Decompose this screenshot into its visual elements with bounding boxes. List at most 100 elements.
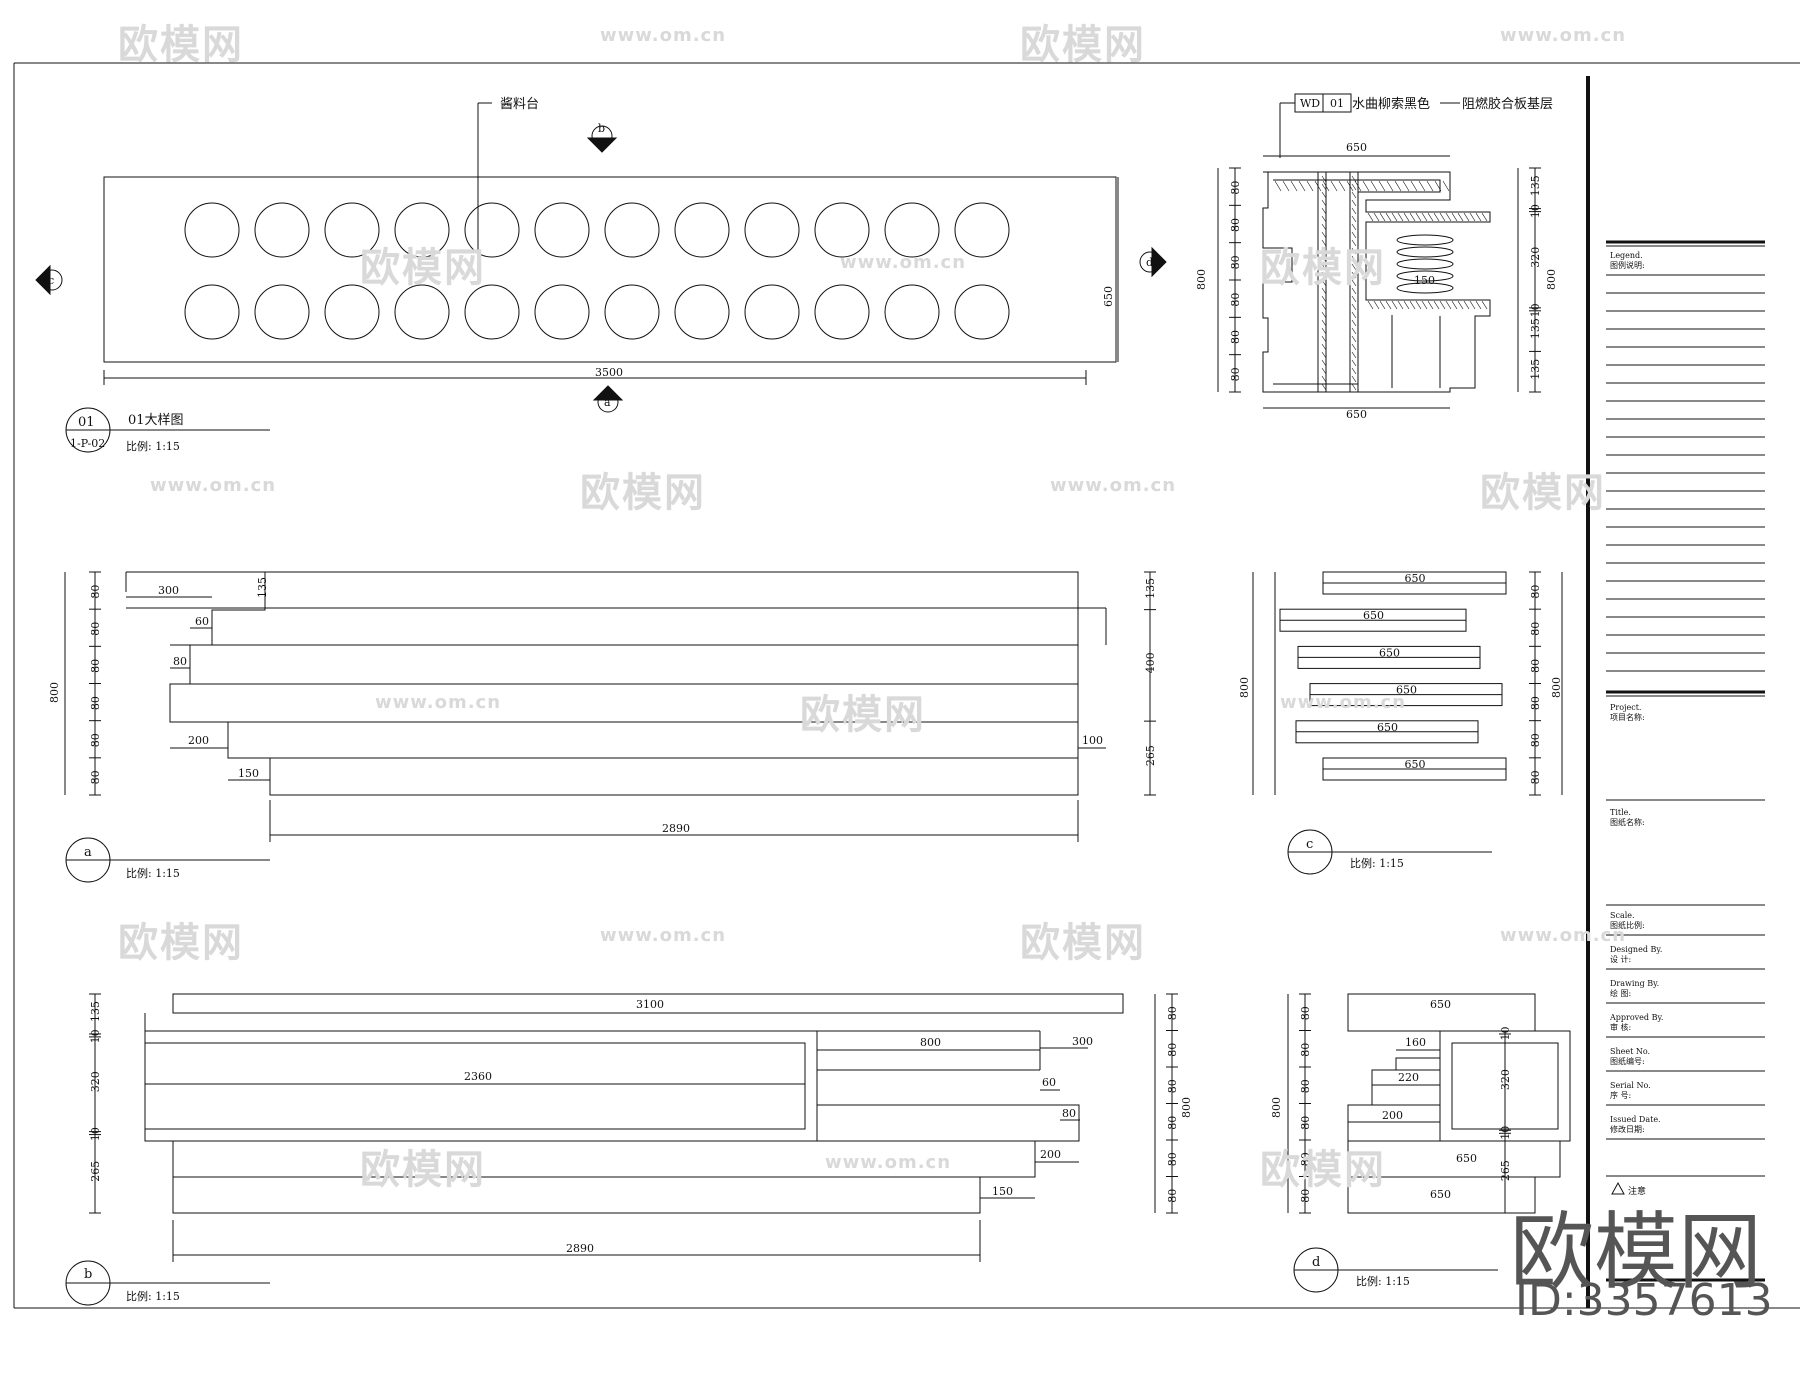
section-right-dim-label: 135 (1529, 318, 1542, 339)
hatch-line (1321, 295, 1327, 303)
titleblock-row-en: Scale. (1610, 911, 1635, 920)
hatch-line (1321, 223, 1327, 231)
elev-c-left-total: 800 (1238, 677, 1251, 698)
hatch-line (1421, 212, 1428, 222)
titleblock-row-cn: 绘 图: (1610, 988, 1631, 998)
hatch-line (1433, 300, 1440, 310)
plan-marker-no: 01 (78, 415, 95, 430)
hatch-line (1379, 300, 1386, 310)
plan-circle (254, 284, 310, 340)
elev-b-total: 800 (1180, 1097, 1193, 1118)
plan-circle (744, 202, 800, 258)
hatch-line (1433, 212, 1440, 222)
section-left-dim-label: 80 (1229, 367, 1242, 381)
hatch-line (1367, 300, 1374, 310)
hatch-line (1386, 180, 1394, 192)
hatch-line (1351, 287, 1357, 295)
plan-circle (674, 202, 730, 258)
elev-d-left-dim-label: 80 (1299, 1189, 1312, 1203)
hatch-line (1373, 212, 1380, 222)
plan-circle (464, 202, 520, 258)
hatch-line (1321, 335, 1327, 343)
elev-d-left-dim-label: 80 (1299, 1043, 1312, 1057)
hatch-line (1321, 351, 1327, 359)
project-cn: 项目名称: (1610, 712, 1645, 722)
plan-circle (884, 202, 940, 258)
hatch-line (1321, 183, 1327, 191)
hatch-line (1439, 300, 1446, 310)
hatch-line (1373, 300, 1380, 310)
hatch-line (1321, 367, 1327, 375)
elev-a-d60: 60 (195, 615, 209, 628)
plan-circle (394, 284, 450, 340)
elev-d-left-dim-label: 80 (1299, 1116, 1312, 1130)
elev-a-d2890: 2890 (662, 822, 690, 835)
titleblock-row-en: Sheet No. (1610, 1047, 1650, 1056)
hatch-line (1321, 375, 1327, 383)
elev-b-d150: 150 (992, 1185, 1013, 1198)
elev-d-d160: 160 (1405, 1036, 1426, 1049)
elev-d-d650b: 650 (1456, 1152, 1477, 1165)
elev-d-d220: 220 (1398, 1071, 1419, 1084)
hatch-line (1378, 180, 1386, 192)
elev-c-right-dim-label: 80 (1529, 622, 1542, 636)
hatch-line (1321, 247, 1327, 255)
title-en: Title. (1610, 808, 1631, 817)
hatch-line (1391, 212, 1398, 222)
hatch-line (1418, 180, 1426, 192)
hatch-line (1409, 212, 1416, 222)
elev-b-d800: 800 (920, 1036, 941, 1049)
hatch-line (1403, 300, 1410, 310)
hatch-line (1330, 180, 1338, 192)
titleblock-row-cn: 设 计: (1610, 954, 1631, 964)
hatch-line (1351, 295, 1357, 303)
hatch-line (1445, 212, 1452, 222)
material-1: 水曲柳索黑色 (1352, 96, 1430, 112)
titleblock-row-en: Approved By. (1609, 1013, 1663, 1022)
legend-en: Legend. (1610, 251, 1643, 260)
elev-c-right-dim-label: 80 (1529, 770, 1542, 784)
hatch-line (1403, 212, 1410, 222)
hatch-line (1402, 180, 1410, 192)
plan-circle (604, 202, 660, 258)
elev-d-right-dim-label: 265 (1499, 1160, 1512, 1181)
elev-a-d100: 100 (1082, 734, 1103, 747)
elev-a-left-dim-label: 80 (89, 696, 102, 710)
hatch-line (1351, 335, 1357, 343)
hatch-line (1321, 287, 1327, 295)
elev-b-left-dim-label: 135 (89, 1001, 102, 1022)
elev-c-bar-label: 650 (1377, 721, 1398, 734)
elev-b-d2890: 2890 (566, 1242, 594, 1255)
hatch-line (1469, 212, 1476, 222)
elev-c-bar-label: 650 (1396, 684, 1417, 697)
hatch-line (1274, 180, 1282, 192)
hatch-line (1481, 300, 1488, 310)
titleblock-row-cn: 图纸编号: (1610, 1056, 1645, 1066)
elev-c-right-dim-label: 80 (1529, 585, 1542, 599)
elev-b-d200: 200 (1040, 1148, 1061, 1161)
notice-label: 注意 (1628, 1185, 1646, 1197)
titleblock-row-cn: 审 核: (1610, 1022, 1631, 1032)
titleblock-row-en: Issued Date. (1610, 1115, 1661, 1124)
plan-circle (534, 202, 590, 258)
svg-text:c: c (48, 274, 54, 287)
hatch-line (1321, 271, 1327, 279)
hatch-line (1351, 183, 1357, 191)
elev-d-left-dim-label: 80 (1299, 1079, 1312, 1093)
elev-a-total: 800 (48, 682, 61, 703)
hatch-line (1397, 212, 1404, 222)
hatch-line (1321, 191, 1327, 199)
hatch-line (1385, 300, 1392, 310)
section-marker-bottom: a (592, 385, 624, 413)
hatch-line (1321, 239, 1327, 247)
hatch-line (1351, 319, 1357, 327)
hatch-line (1362, 180, 1370, 192)
titleblock-row-cn: 修改日期: (1610, 1124, 1645, 1134)
elev-b-left-dim-label: 320 (89, 1071, 102, 1092)
plan-circles (184, 202, 1010, 340)
